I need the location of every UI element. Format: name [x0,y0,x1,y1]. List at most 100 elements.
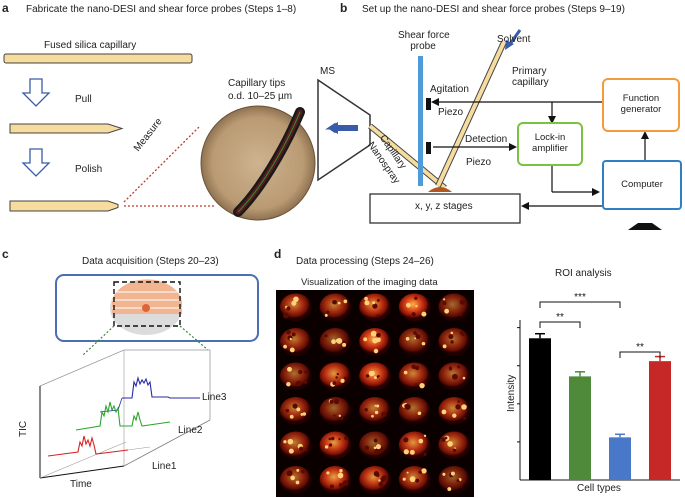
intensity-ylabel: Intensity [506,374,517,412]
ion-image-speckle [441,437,446,442]
ion-image-speckle [419,382,425,389]
ion-image-speckle [344,435,349,440]
ion-image-speckle [364,300,370,306]
ion-image-speckle [304,448,308,452]
ion-image-speckle [459,330,464,335]
ion-image-speckle [296,407,301,412]
ion-image-speckle [409,476,416,483]
ion-image-speckle [286,330,291,335]
ion-image-speckle [291,332,296,337]
ion-image-speckle [324,313,328,317]
computer-box: Computer [602,160,682,210]
primary-label-line1: Primary [512,66,547,77]
ion-image-speckle [372,337,378,344]
ion-image-speckle [285,408,290,413]
ion-image-speckle [364,296,368,301]
ion-image-speckle [376,314,380,318]
panel-letter-b: b [340,1,348,15]
ion-image-speckle [371,414,374,418]
ion-image-speckle [332,300,337,305]
significance-label: ** [636,342,644,353]
line3-label: Line3 [202,392,227,403]
pull-arrow-icon [21,78,51,107]
ion-image-speckle [443,298,446,301]
ion-image-speckle [414,332,418,336]
ion-image-speckle [332,381,337,386]
ion-image-speckle [333,414,336,417]
ion-image-thumbnail [319,362,352,391]
ion-image-speckle [338,437,341,441]
lockin-amplifier-box: Lock-in amplifier [517,122,583,166]
ion-image-speckle [286,306,291,311]
ion-image-speckle [365,374,370,378]
ion-image-speckle [287,366,292,372]
ion-image-speckle [290,475,295,481]
ion-image-speckle [328,443,333,447]
ion-image-speckle [296,468,300,472]
ion-image-speckle [295,480,300,485]
ion-image-speckle [342,480,349,486]
tips-od: o.d. 10–25 µm [228,91,293,102]
ion-image-speckle [442,344,447,349]
ion-image-speckle [372,303,378,309]
ion-image-speckle [374,376,377,379]
panel-d-title: Data processing (Steps 24–26) [296,256,434,267]
ion-image-speckle [363,337,368,342]
ion-image-thumbnail [359,431,391,460]
ion-image-speckle [291,300,297,306]
ion-image-speckle [364,407,368,412]
ion-image-speckle [372,301,376,305]
ion-image-speckle [403,370,408,375]
ion-image-speckle [289,347,295,353]
tic-ylabel: TIC [18,420,29,437]
ion-image-speckle [415,304,418,308]
polish-arrow-icon [21,148,51,177]
ion-image-thumbnail [279,431,312,460]
ion-image-speckle [456,479,460,483]
ion-image-speckle [460,312,463,316]
fused-capillary [3,53,193,64]
ion-image-speckle [377,374,380,378]
ion-image-speckle [415,383,418,386]
ion-image-speckle [338,414,341,417]
ion-image-speckle [452,413,457,418]
ion-image-speckle [450,471,455,476]
ion-image-speckle [402,477,406,481]
ion-image-speckle [300,413,304,416]
ion-image-speckle [423,434,427,438]
ion-image-speckle [375,473,380,477]
ion-image-speckle [406,471,409,474]
ion-image-speckle [375,444,381,450]
ion-image-thumbnail [279,396,312,425]
ion-image-speckle [303,380,308,384]
ion-image-speckle [289,337,292,341]
ion-image-speckle [302,412,307,416]
ion-image-speckle [403,437,409,443]
ion-image-thumbnail [359,465,391,494]
ion-image-thumbnail [438,293,471,322]
ion-image-speckle [405,336,410,341]
panel-letter-d: d [274,247,282,261]
detection-label: Detection [465,134,508,145]
significance-label: *** [574,292,586,303]
panel-c-drawing [39,274,259,479]
ion-image-speckle [324,334,328,338]
ion-image-speckle [283,344,287,349]
ion-image-thumbnail [319,293,352,322]
ion-image-speckle [403,449,409,455]
line1-label: Line1 [152,461,177,472]
ion-image-speckle [373,438,378,443]
ion-image-speckle [340,378,345,383]
ion-image-speckle [331,436,335,441]
ion-image-thumbnail [319,396,352,425]
ion-image-speckle [408,314,411,317]
ion-image-speckle [283,312,289,319]
ion-image-speckle [293,296,299,303]
ion-image-speckle [329,399,334,404]
ion-image-thumbnail [398,327,431,356]
ion-image-speckle [381,411,387,418]
ion-image-speckle [457,400,460,403]
ion-image-speckle [288,448,294,454]
ion-image-speckle [298,446,304,451]
stages-box [369,193,521,224]
